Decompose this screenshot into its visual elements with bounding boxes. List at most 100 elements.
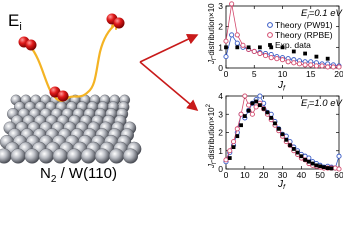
bottom-point-exp-data xyxy=(276,126,281,131)
bottom-point-theory-rpbe xyxy=(230,139,237,145)
tungsten-surface xyxy=(0,94,142,164)
top-point-exp-data xyxy=(280,45,285,50)
bottom-x-tick-label: 30 xyxy=(278,170,288,180)
top-point-exp-data xyxy=(235,45,240,50)
bottom-point-exp-data xyxy=(269,116,274,120)
top-point-theory-rpbe xyxy=(325,64,331,70)
bottom-y-tick-label: 3 xyxy=(218,109,223,119)
surface-atom xyxy=(122,148,139,164)
top-legend: Theory (PW91)Theory (RPBE)Exp. data xyxy=(267,20,333,50)
top-point-theory-rpbe xyxy=(268,55,274,61)
bottom-point-exp-data xyxy=(273,121,277,126)
bottom-point-exp-data xyxy=(299,154,304,159)
top-x-tick-label: 15 xyxy=(306,69,316,79)
top-point-exp-data xyxy=(224,45,228,50)
top-point-exp-data xyxy=(291,49,296,54)
bottom-y-tick-label: 2 xyxy=(218,128,223,138)
adsorbed-n2-molecule xyxy=(49,86,69,102)
top-y-tick-label: 1 xyxy=(218,42,223,52)
top-y-tick-label: 2 xyxy=(218,22,223,32)
bottom-point-exp-data xyxy=(242,114,247,118)
bottom-point-exp-data xyxy=(265,110,270,115)
bottom-point-exp-data xyxy=(284,137,289,142)
top-point-theory-rpbe xyxy=(240,42,246,48)
top-point-theory-rpbe xyxy=(274,56,280,62)
top-y-axis-title: Jf-distribution×10 xyxy=(207,3,218,65)
bottom-point-theory-rpbe xyxy=(336,166,342,172)
legend-marker-exp-data xyxy=(268,43,272,47)
bottom-point-exp-data xyxy=(325,166,330,170)
bottom-point-exp-data xyxy=(303,157,307,162)
top-y-tick-label: 0 xyxy=(218,63,223,73)
bottom-point-exp-data xyxy=(280,132,285,137)
legend-label: Theory (RPBE) xyxy=(275,30,333,40)
incoming-n2-molecule xyxy=(18,36,37,51)
bottom-x-tick-label: 60 xyxy=(334,170,343,180)
top-energy-label: Ei=0.1 eV xyxy=(301,8,343,21)
bottom-point-theory-rpbe xyxy=(246,102,252,108)
bottom-point-exp-data xyxy=(254,99,259,104)
top-point-theory-rpbe xyxy=(229,1,235,7)
top-series-marks xyxy=(223,1,342,70)
illustration: Ei N2 / W(110) xyxy=(0,11,199,185)
bottom-x-tick-label: 10 xyxy=(240,170,250,180)
bottom-point-exp-data xyxy=(261,106,266,111)
top-point-exp-data xyxy=(258,45,262,50)
scattered-n2-molecule xyxy=(106,13,125,29)
top-point-exp-data xyxy=(325,56,330,61)
bottom-point-theory-rpbe xyxy=(234,126,240,132)
top-point-theory-rpbe xyxy=(223,38,229,44)
bottom-energy-label: Ei=1.0 eV xyxy=(301,98,343,111)
bottom-x-tick-label: 20 xyxy=(259,170,269,180)
top-point-theory-pw91 xyxy=(234,40,240,46)
bottom-point-theory-rpbe xyxy=(227,148,233,154)
trajectory-path xyxy=(28,22,118,102)
surface-atom xyxy=(94,148,110,164)
top-point-theory-rpbe xyxy=(313,63,319,69)
bottom-point-theory-rpbe xyxy=(249,111,255,117)
bottom-x-tick-label: 0 xyxy=(224,170,229,180)
surface-atom xyxy=(24,148,40,164)
top-point-theory-rpbe xyxy=(336,64,342,70)
top-point-theory-rpbe xyxy=(262,53,269,59)
bottom-point-exp-data xyxy=(227,156,232,160)
bottom-point-exp-data xyxy=(306,159,311,164)
top-point-theory-rpbe xyxy=(302,62,308,68)
bottom-point-exp-data xyxy=(231,145,236,149)
bottom-point-exp-data xyxy=(295,150,300,155)
bottom-y-tick-label: 0 xyxy=(218,164,223,174)
legend-label: Theory (PW91) xyxy=(275,20,333,30)
top-x-tick-label: 5 xyxy=(252,69,257,79)
legend-label: Exp. data xyxy=(275,40,311,50)
bottom-y-axis-title: Jf-distribution×102 xyxy=(206,103,218,169)
top-point-theory-pw91 xyxy=(229,32,235,38)
legend-marker-theory-rpbe xyxy=(267,32,273,38)
bottom-point-theory-pw91 xyxy=(257,93,263,99)
bottom-point-theory-rpbe xyxy=(223,157,229,163)
bottom-point-theory-rpbe xyxy=(253,104,259,110)
top-point-theory-rpbe xyxy=(308,62,314,68)
arrow-to-bottom-panel xyxy=(139,61,199,112)
bottom-point-exp-data xyxy=(258,103,262,108)
top-x-tick-label: 10 xyxy=(278,69,288,79)
top-point-exp-data xyxy=(314,54,319,59)
bottom-y-tick-label: 1 xyxy=(218,146,223,156)
top-x-tick-label: 20 xyxy=(334,69,343,79)
surface-atom xyxy=(66,148,82,164)
top-point-theory-rpbe xyxy=(330,64,336,70)
top-x-axis-title: Jf xyxy=(277,80,286,93)
bottom-point-exp-data xyxy=(318,164,323,169)
bottom-point-exp-data xyxy=(235,134,240,139)
bottom-point-theory-rpbe xyxy=(238,111,244,117)
top-point-theory-rpbe xyxy=(285,59,291,65)
bottom-point-exp-data xyxy=(250,101,255,106)
top-point-exp-data xyxy=(269,45,274,50)
surface-atom xyxy=(108,148,125,164)
bottom-x-tick-label: 40 xyxy=(297,170,307,180)
bottom-point-theory-rpbe xyxy=(242,93,248,99)
top-point-exp-data xyxy=(246,45,251,50)
bottom-point-exp-data xyxy=(239,123,243,128)
top-point-theory-rpbe xyxy=(291,60,297,66)
